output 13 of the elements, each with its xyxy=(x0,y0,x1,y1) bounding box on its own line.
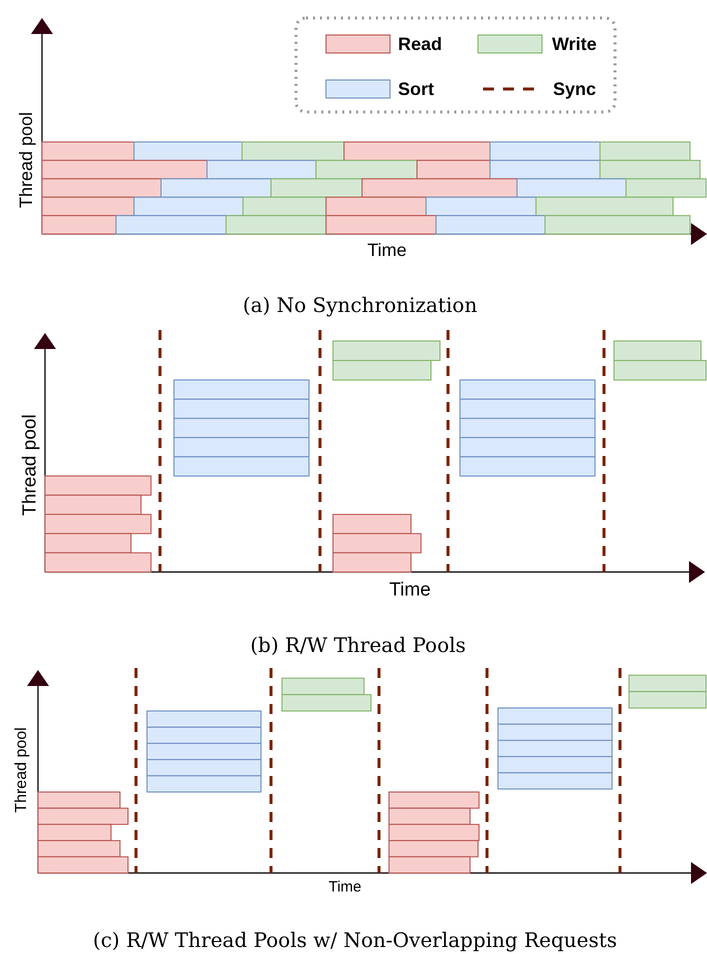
axis-title: Thread pool xyxy=(12,727,31,813)
axis-title: Thread pool xyxy=(15,112,37,208)
panel-caption: (c) R/W Thread Pools w/ Non-Overlapping Requests xyxy=(92,927,618,953)
panel-caption: (a) No Synchronization xyxy=(242,292,478,318)
legend-label: Write xyxy=(552,33,597,55)
legend-label: Read xyxy=(398,33,442,55)
legend-label: Sync xyxy=(553,78,596,100)
axis-title: Thread pool xyxy=(18,414,42,516)
axis-title: Time xyxy=(328,878,362,896)
legend-label: Sort xyxy=(398,78,434,100)
axis-title: Time xyxy=(367,239,407,261)
axis-title: Time xyxy=(389,578,431,602)
panel-caption: (b) R/W Thread Pools xyxy=(250,632,466,658)
